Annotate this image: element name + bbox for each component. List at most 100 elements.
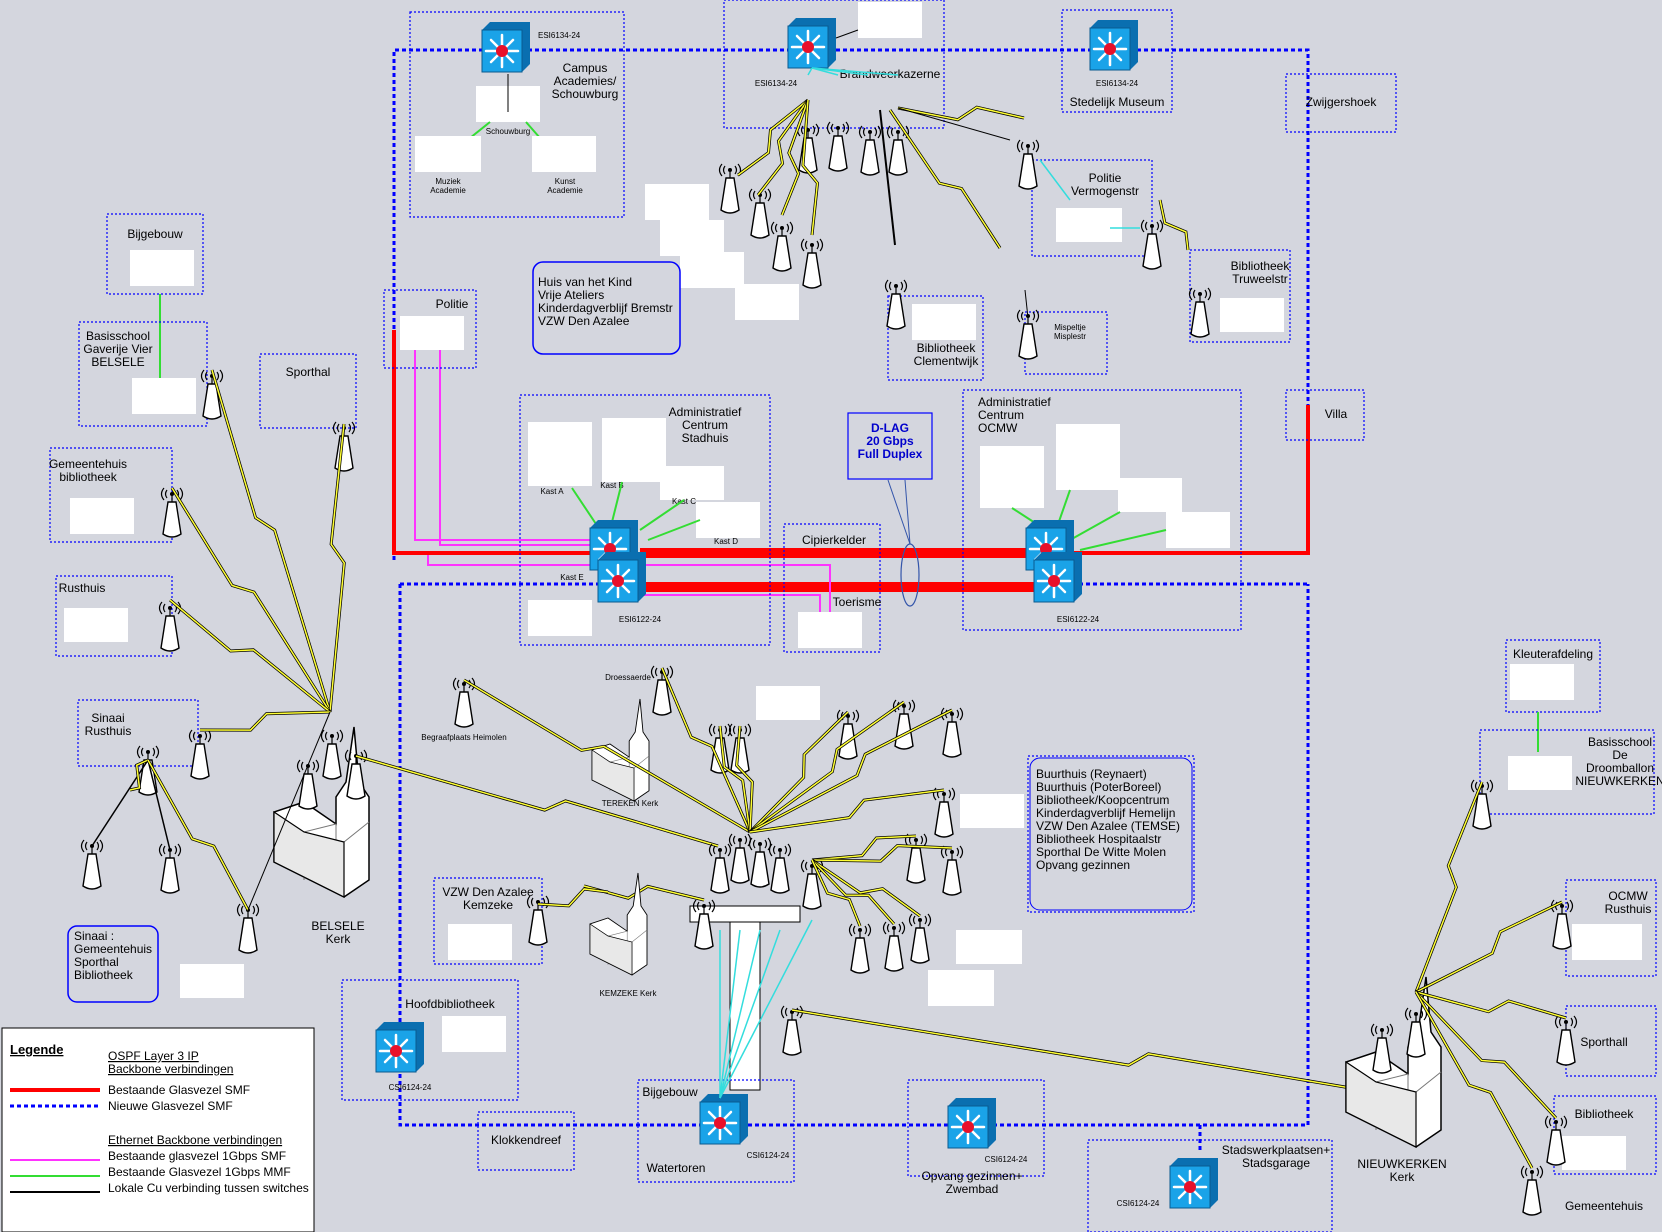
wireless-link-highlight	[737, 99, 809, 176]
admin-ocmw-switch-label: ESI6122-24	[1057, 615, 1100, 624]
wireless-link-highlight	[749, 711, 849, 833]
bib-nieuwkerken-placeholder	[1562, 1136, 1626, 1170]
politie-label: Politie	[436, 297, 469, 311]
wireless-link-icon	[210, 369, 332, 713]
access-point-icon	[748, 188, 772, 239]
villa-label: Villa	[1325, 407, 1348, 421]
wireless-link-highlight	[1415, 991, 1567, 1019]
wireless-link-highlight	[329, 423, 346, 713]
middle-placeholder-4	[928, 970, 994, 1006]
bib-clement-placeholder	[912, 304, 976, 340]
basisschool-belsele-label-line-3: BELSELE	[91, 355, 144, 369]
admin-stadhuis-label-line-3: Stadhuis	[682, 431, 729, 445]
access-point-icon	[748, 837, 772, 888]
nieuwkerken-kerk-label-line-1: NIEUWKERKEN	[1357, 1157, 1446, 1171]
wireless-link-highlight	[719, 725, 751, 833]
zwijgershoek-label: Zwijgershoek	[1306, 95, 1378, 109]
kunst-label-line-2: Academie	[547, 186, 583, 195]
site-brandweer	[723, 0, 945, 129]
middle-placeholder-1	[756, 686, 820, 720]
campus-switch-label: ESI6134-24	[538, 31, 581, 40]
huis-van-het-kind-label-line-4: VZW Den Azalee	[538, 314, 630, 328]
politie-vermogenstr-placeholder	[1056, 208, 1122, 242]
sporthal-nieuwkerken-label: Sporthall	[1580, 1035, 1627, 1049]
sinaai-rusthuis-label-line-1: Sinaai	[91, 711, 124, 725]
huis-van-het-kind-label-line-2: Vrije Ateliers	[538, 288, 604, 302]
tereken-label: TEREKEN Kerk	[602, 799, 659, 808]
campus-label-line-3: Schouwburg	[552, 87, 619, 101]
dlag-label-line-1: D-LAG	[871, 421, 909, 435]
kast-d-label: Kast D	[714, 537, 738, 546]
watertoren-access-link	[719, 929, 761, 1099]
dlag-box	[847, 412, 933, 480]
basisschool-nieuwkerken-label-line-3: Droomballon	[1586, 761, 1654, 775]
site-vzw-kemzeke	[433, 877, 543, 965]
wireless-link-icon	[811, 834, 917, 862]
zwembad-switch-icon	[946, 1096, 998, 1150]
middle-placeholder-2	[960, 794, 1024, 828]
admin-ocmw-switch-2-icon	[1032, 550, 1084, 604]
wireless-link-highlight	[897, 106, 1025, 121]
bijgebouw-top-placeholder	[130, 250, 194, 286]
access-point-icon	[796, 123, 820, 174]
existing-fiber-villa	[1060, 405, 1310, 555]
access-point-icon	[708, 843, 732, 894]
wireless-link-highlight	[811, 844, 953, 862]
wireless-link-highlight	[147, 759, 249, 911]
wireless-link-highlight	[463, 679, 751, 833]
new-fiber-south-ring	[398, 584, 1310, 1127]
access-point-icon	[932, 787, 956, 838]
wireless-link-highlight	[355, 755, 719, 847]
access-point-icon	[1016, 139, 1040, 190]
stadswerk-label-line-2: Stadsgarage	[1242, 1156, 1310, 1170]
wireless-link-highlight	[171, 487, 331, 713]
vzw-kemzeke-placeholder	[448, 924, 512, 960]
vzw-kemzeke-label-line-1: VZW Den Azalee	[442, 885, 534, 899]
dlag-label-line-3: Full Duplex	[858, 447, 923, 461]
admin-stadhuis-switch-label: ESI6122-24	[619, 615, 662, 624]
site-sinaai-gemeentehuis	[67, 925, 159, 1003]
ocmw-rusthuis-placeholder	[1572, 924, 1642, 960]
wireless-link-highlight	[1415, 781, 1483, 993]
eth-smf-1	[414, 348, 600, 541]
buurthuis-label-line-3: Bibliotheek/Koopcentrum	[1036, 793, 1169, 807]
legend-eth-mmf: Bestaande Glasvezel 1Gbps MMF	[108, 1165, 291, 1179]
wireless-link-highlight	[735, 725, 754, 833]
belsele-kerk-label-line-1: BELSELE	[311, 919, 364, 933]
access-point-icon	[718, 163, 742, 214]
access-point-icon	[1470, 779, 1494, 830]
gemeentehuis-bib-label-line-2: bibliotheek	[59, 470, 117, 484]
basisschool-belsele-label-line-2: Gaverije Vier	[83, 342, 152, 356]
brandweer-top-placeholder	[858, 2, 922, 38]
sinaai-cu-2	[147, 759, 171, 851]
hoofdbib-switch-icon	[374, 1020, 426, 1074]
sinaai-gemeentehuis-label-line-3: Sporthal	[74, 955, 119, 969]
kunst-placeholder	[532, 136, 596, 172]
gemeentehuis-bib-placeholder	[70, 498, 134, 534]
admin-ocmw-label-line-3: OCMW	[978, 421, 1018, 435]
sinaai-gemeentehuis-placeholder	[180, 964, 244, 998]
access-point-icon	[158, 843, 182, 894]
buurthuis-label-line-1: Buurthuis (Reynaert)	[1036, 767, 1147, 781]
watertoren-access-link	[719, 919, 813, 1099]
sinaai-cu-1	[91, 759, 149, 847]
site-huis-van-het-kind	[532, 261, 681, 355]
wireless-link-highlight	[889, 109, 1001, 249]
wireless-link-icon	[170, 487, 332, 713]
kast-c-placeholder	[660, 466, 724, 500]
access-point-icon	[1554, 1015, 1578, 1066]
toerisme-label: Toerisme	[833, 595, 882, 609]
wireless-link-highlight	[811, 859, 861, 927]
watertoren-access-link	[719, 929, 781, 1099]
belsele-kerk-label-line-2: Kerk	[326, 932, 352, 946]
access-point-icon	[800, 238, 824, 289]
campus-label-line-1: Campus	[563, 61, 608, 75]
dlag-pointer-1	[887, 479, 911, 545]
legend-title: Legende	[10, 1042, 63, 1057]
access-point-icon	[728, 833, 752, 884]
sinaai-gemeentehuis-label-line-2: Gemeentehuis	[74, 942, 152, 956]
nieuwkerken-kerk-label-line-2: Kerk	[1390, 1170, 1416, 1184]
access-point-icon	[780, 1005, 804, 1056]
wireless-link-icon	[811, 858, 921, 918]
